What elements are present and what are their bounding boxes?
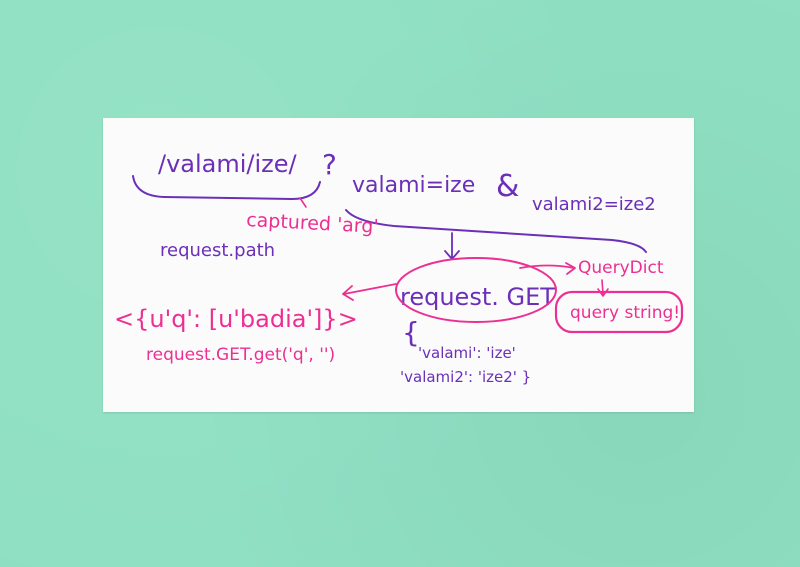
paper-note: [103, 118, 694, 412]
dict-example-text: <{u'q': [u'badia']}>: [114, 305, 358, 333]
querydict-down-arrow-icon: [597, 279, 609, 297]
ampersand-text: &: [496, 169, 519, 204]
path-underbrace: [132, 175, 321, 200]
request-get-text: request. GET: [400, 283, 555, 311]
request-get-circle: [395, 257, 557, 323]
dict-line2-text: 'valami2': 'ize2' }: [400, 368, 531, 386]
query-string-box: [554, 290, 684, 334]
question-mark-text: ?: [322, 148, 337, 181]
captured-arg-label: captured 'arg': [246, 209, 379, 238]
left-arrow-icon: [342, 283, 397, 301]
captured-arrow: [299, 197, 307, 208]
query-string-label: query string!: [570, 303, 680, 323]
querydict-arrow-icon: [519, 262, 576, 275]
querydict-label: QueryDict: [578, 258, 664, 278]
get-call-text: request.GET.get('q', ''): [146, 345, 335, 365]
query-part1-text: valami=ize: [352, 173, 475, 198]
query-part2-text: valami2=ize2: [532, 194, 656, 215]
dict-line1-text: 'valami': 'ize': [418, 344, 516, 362]
down-arrow-icon: [444, 232, 460, 260]
query-underbrace: [345, 209, 647, 253]
url-path-text: /valami/ize/: [158, 150, 298, 178]
dict-brace-text: {: [402, 316, 420, 349]
request-path-text: request.path: [160, 240, 275, 261]
